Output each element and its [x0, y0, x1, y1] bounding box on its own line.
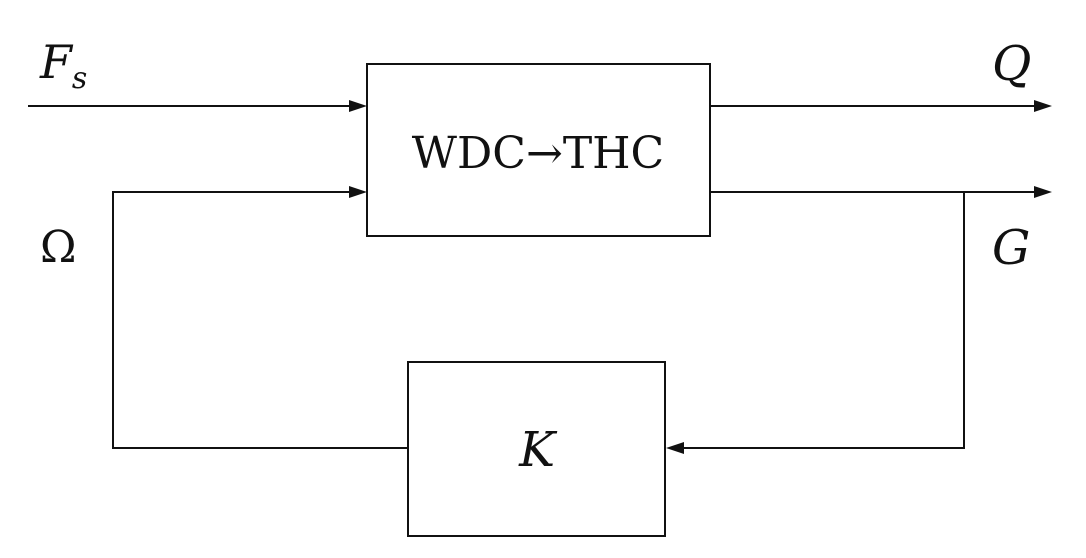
plant-block — [366, 63, 711, 237]
input-signal-subscript: s — [72, 61, 87, 96]
controller-block — [407, 361, 666, 537]
feedback-arrowhead — [666, 442, 684, 454]
controller-block-label: K — [518, 422, 558, 478]
control-signal-label: Ω — [40, 222, 76, 273]
input-signal-label: Fs — [39, 35, 87, 96]
control-signal-arrowhead — [349, 186, 367, 198]
control-signal-line — [112, 191, 408, 449]
input-signal-arrowhead — [349, 100, 367, 112]
plant-block-label: WDC→THC — [412, 128, 664, 179]
output-q-label: Q — [992, 36, 1031, 92]
input-signal-symbol: F — [39, 35, 74, 89]
output-q-arrowhead — [1034, 100, 1052, 112]
output-g-label: G — [992, 220, 1030, 276]
output-g-arrowhead — [1034, 186, 1052, 198]
feedback-line — [684, 192, 965, 449]
